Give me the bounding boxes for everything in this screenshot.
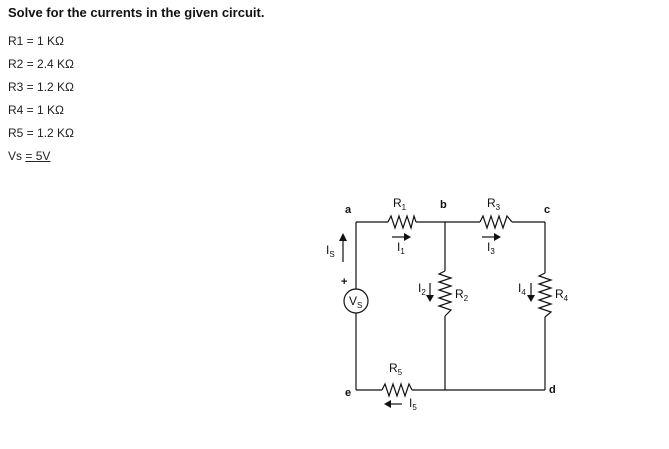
label-r1: R1 [393,196,407,212]
given-r1: R1 = 1 KΩ [8,34,65,48]
node-label-e: e [345,387,351,399]
node-label-d: d [549,384,556,396]
current-arrow-i5 [384,400,402,408]
question-text: Solve for the currents in the given circ… [8,5,265,20]
current-arrow-i2 [426,283,434,302]
current-arrow-i3 [482,233,501,241]
resistor-r5 [381,382,413,398]
label-is: IS [326,243,335,259]
label-i4: I4 [518,281,526,297]
given-values: R1 = 1 KΩ R2 = 2.4 KΩ R3 = 1.2 KΩ R4 = 1… [8,30,74,168]
resistor-r2 [437,270,453,317]
label-r3: R3 [487,196,501,212]
label-r4: R4 [555,287,569,303]
node-label-c: c [544,204,550,216]
given-r3: R3 = 1.2 KΩ [8,80,75,94]
given-vs: Vs = 5V [8,149,51,163]
label-r5: R5 [389,361,403,377]
source-plus-sign: + [341,276,347,288]
label-i1: I1 [397,240,405,256]
given-r5: R5 = 1.2 KΩ [8,126,75,140]
resistor-r3 [479,214,513,230]
label-i3: I3 [487,240,495,256]
resistor-r4 [537,272,553,318]
given-r2: R2 = 2.4 KΩ [8,57,75,71]
label-vs: VS [349,294,362,310]
voltage-source [343,288,369,314]
resistor-r1 [387,213,417,231]
node-label-b: b [440,199,447,211]
current-arrow-i4 [527,283,535,302]
current-arrow-i1 [392,233,411,241]
node-label-a: a [345,204,352,216]
current-arrow-is [339,233,347,262]
label-i2: I2 [418,281,426,297]
label-i5: I5 [409,396,417,412]
given-r4: R4 = 1 KΩ [8,103,65,117]
label-r2: R2 [455,287,469,303]
